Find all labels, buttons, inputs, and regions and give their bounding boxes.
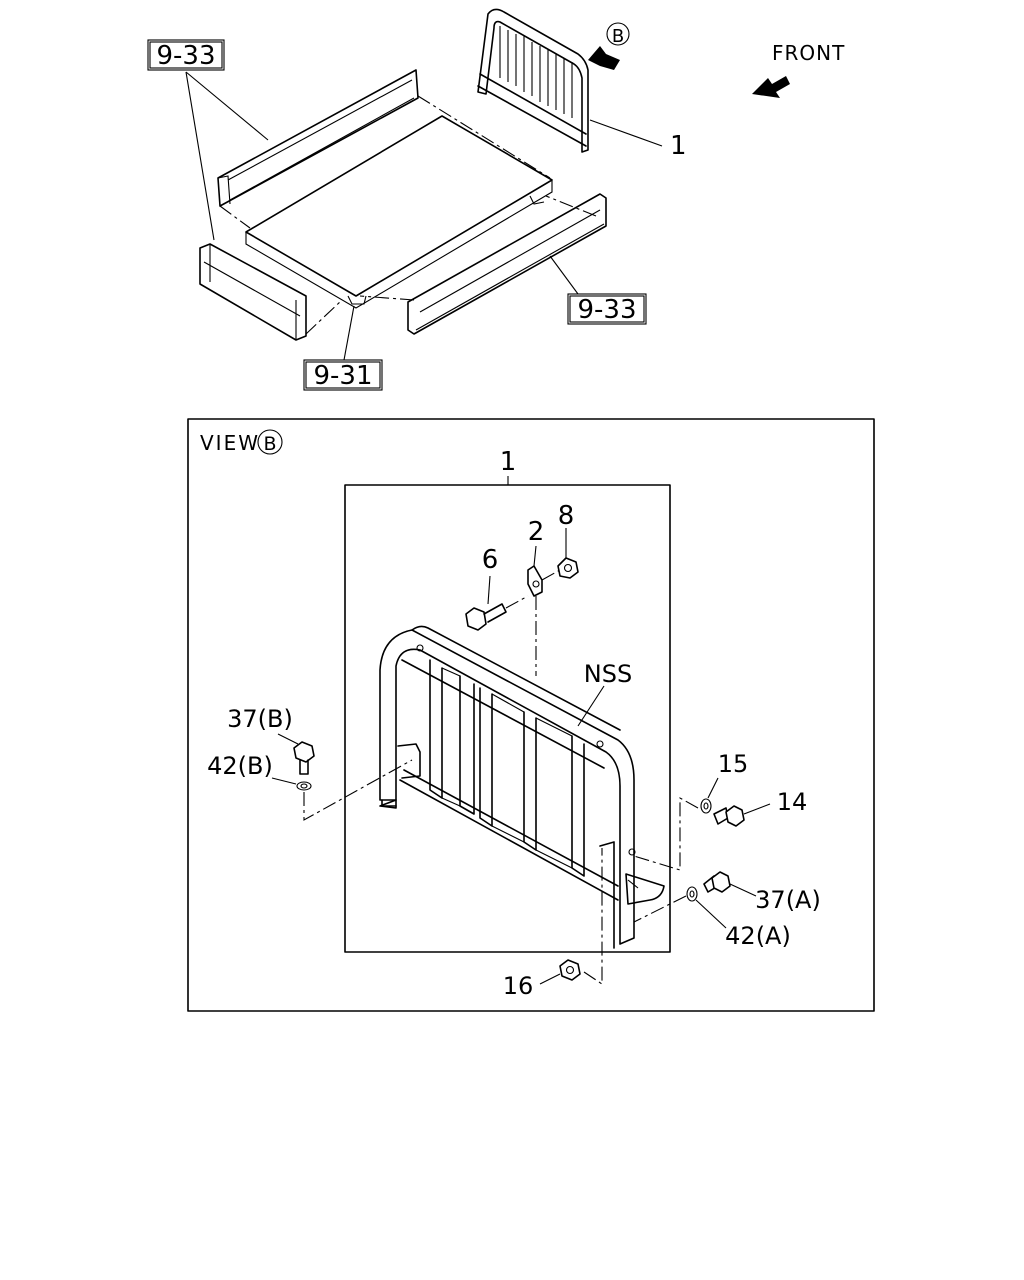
view-b-marker-top: B (612, 26, 624, 47)
bolt-part-37a: 37(A) (703, 871, 821, 914)
view-title: VIEW (200, 431, 260, 455)
label-part-16: 16 (503, 972, 534, 1000)
svg-text:9-31: 9-31 (313, 361, 372, 391)
right-side-panel (407, 193, 607, 335)
label-part-1: 1 (500, 447, 517, 477)
label-part-14: 14 (777, 788, 808, 816)
left-side-panel (217, 69, 419, 207)
washer-part-42b: 42(B) (207, 752, 312, 791)
nut-part-8: 8 (557, 501, 579, 579)
ref-box-top-left: 9-33 (147, 39, 225, 71)
view-b-panel: VIEW B 1 (187, 418, 875, 1012)
label-part-8: 8 (558, 501, 575, 531)
label-part-42a: 42(A) (725, 922, 791, 950)
label-part-37a: 37(A) (755, 886, 821, 914)
svg-text:9-33: 9-33 (577, 295, 636, 325)
bolt-part-14: 14 (713, 788, 808, 827)
bracket-part-2: 2 (527, 517, 545, 597)
washer-part-15: 15 (700, 750, 749, 814)
label-part-42b: 42(B) (207, 752, 273, 780)
headboard-guard (379, 625, 665, 949)
callout-part-1: 1 (670, 131, 687, 161)
bed-floor (245, 115, 553, 309)
tail-panel (199, 243, 307, 341)
label-part-37b: 37(B) (227, 705, 293, 733)
label-part-2: 2 (528, 517, 545, 547)
label-nss: NSS (584, 660, 632, 688)
svg-text:9-33: 9-33 (156, 41, 215, 71)
front-label: FRONT (772, 41, 845, 65)
bolt-part-6: 6 (465, 545, 507, 631)
ref-box-right: 9-33 (567, 293, 647, 325)
truck-bed-exploded-view: B FRONT 1 9-33 9-33 9-31 (147, 8, 845, 391)
ref-box-bottom: 9-31 (303, 359, 383, 391)
bolt-part-37b: 37(B) (227, 705, 315, 775)
headboard-guard-small (477, 8, 589, 153)
nut-part-16: 16 (503, 959, 581, 1000)
washer-part-42a: 42(A) (686, 886, 791, 950)
view-b-arrow: B (588, 22, 630, 70)
label-part-6: 6 (482, 545, 499, 575)
view-marker: B (263, 433, 276, 455)
label-part-15: 15 (718, 750, 749, 778)
front-arrow: FRONT (752, 41, 845, 98)
